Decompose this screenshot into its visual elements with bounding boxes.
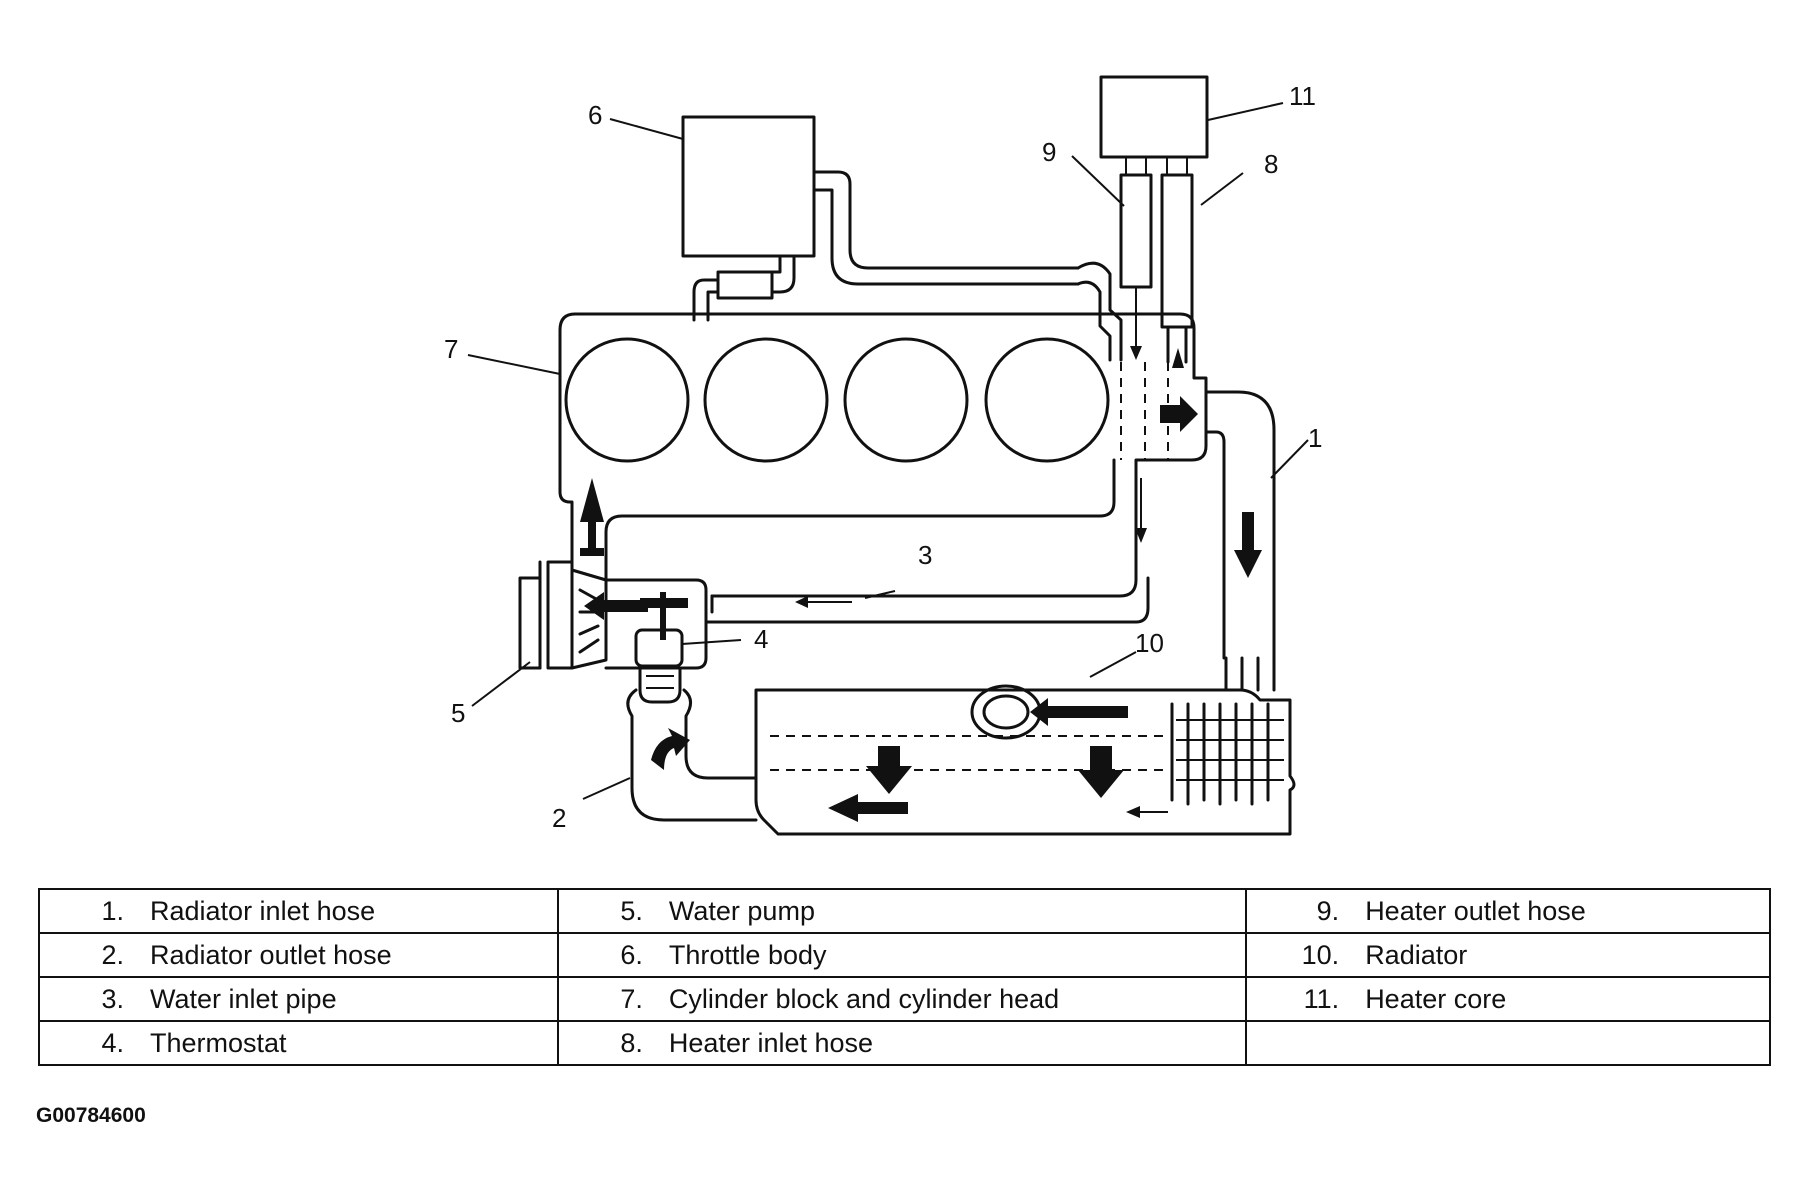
callout-3: 3	[918, 540, 932, 570]
callout-10: 10	[1135, 628, 1164, 658]
legend-cell: 9.Heater outlet hose	[1245, 888, 1771, 934]
legend-cell: 5.Water pump	[556, 888, 1248, 934]
legend-row: 3.Water inlet pipe 7.Cylinder block and …	[38, 976, 1771, 1022]
callout-2: 2	[552, 803, 566, 833]
legend-cell: 7.Cylinder block and cylinder head	[556, 976, 1248, 1022]
callout-4: 4	[754, 624, 768, 654]
heater-core	[1099, 75, 1209, 159]
legend-cell: 8.Heater inlet hose	[556, 1020, 1248, 1066]
heater-inlet-hose	[1160, 157, 1194, 364]
radiator-inlet-hose	[1204, 382, 1276, 660]
callout-9: 9	[1042, 137, 1056, 167]
callout-1: 1	[1308, 423, 1322, 453]
legend-cell: 6.Throttle body	[556, 932, 1248, 978]
throttle-body	[681, 115, 1080, 322]
radiator	[754, 656, 1296, 836]
figure-code: G00784600	[36, 1104, 146, 1127]
water-inlet-pipe	[704, 576, 1150, 624]
callout-11: 11	[1289, 81, 1316, 111]
callout-7: 7	[444, 334, 458, 364]
legend-row: 4.Thermostat 8.Heater inlet hose	[38, 1020, 1771, 1066]
legend-table: 1.Radiator inlet hose 5.Water pump 9.Hea…	[38, 888, 1771, 1066]
legend-row: 1.Radiator inlet hose 5.Water pump 9.Hea…	[38, 888, 1771, 934]
radiator-outlet-hose	[626, 688, 758, 822]
legend-cell: 1.Radiator inlet hose	[38, 888, 559, 934]
cylinder-block	[558, 312, 1208, 598]
legend-row: 2.Radiator outlet hose 6.Throttle body 1…	[38, 932, 1771, 978]
water-pump	[518, 478, 708, 670]
legend-cell: 3.Water inlet pipe	[38, 976, 559, 1022]
legend-cell: 2.Radiator outlet hose	[38, 932, 559, 978]
heater-outlet-hose	[1076, 157, 1153, 362]
legend-cell: 11.Heater core	[1245, 976, 1771, 1022]
callout-8: 8	[1264, 149, 1278, 179]
callout-6: 6	[588, 100, 602, 130]
callout-leaders	[467, 102, 1309, 800]
legend-cell-empty	[1245, 1020, 1771, 1066]
legend-cell: 4.Thermostat	[38, 1020, 559, 1066]
legend-cell: 10.Radiator	[1245, 932, 1771, 978]
callout-5: 5	[451, 698, 465, 728]
cooling-system-diagram: 1 2 3 4 5 6 7 8 9 10 11	[444, 75, 1322, 836]
thermostat	[634, 628, 684, 704]
